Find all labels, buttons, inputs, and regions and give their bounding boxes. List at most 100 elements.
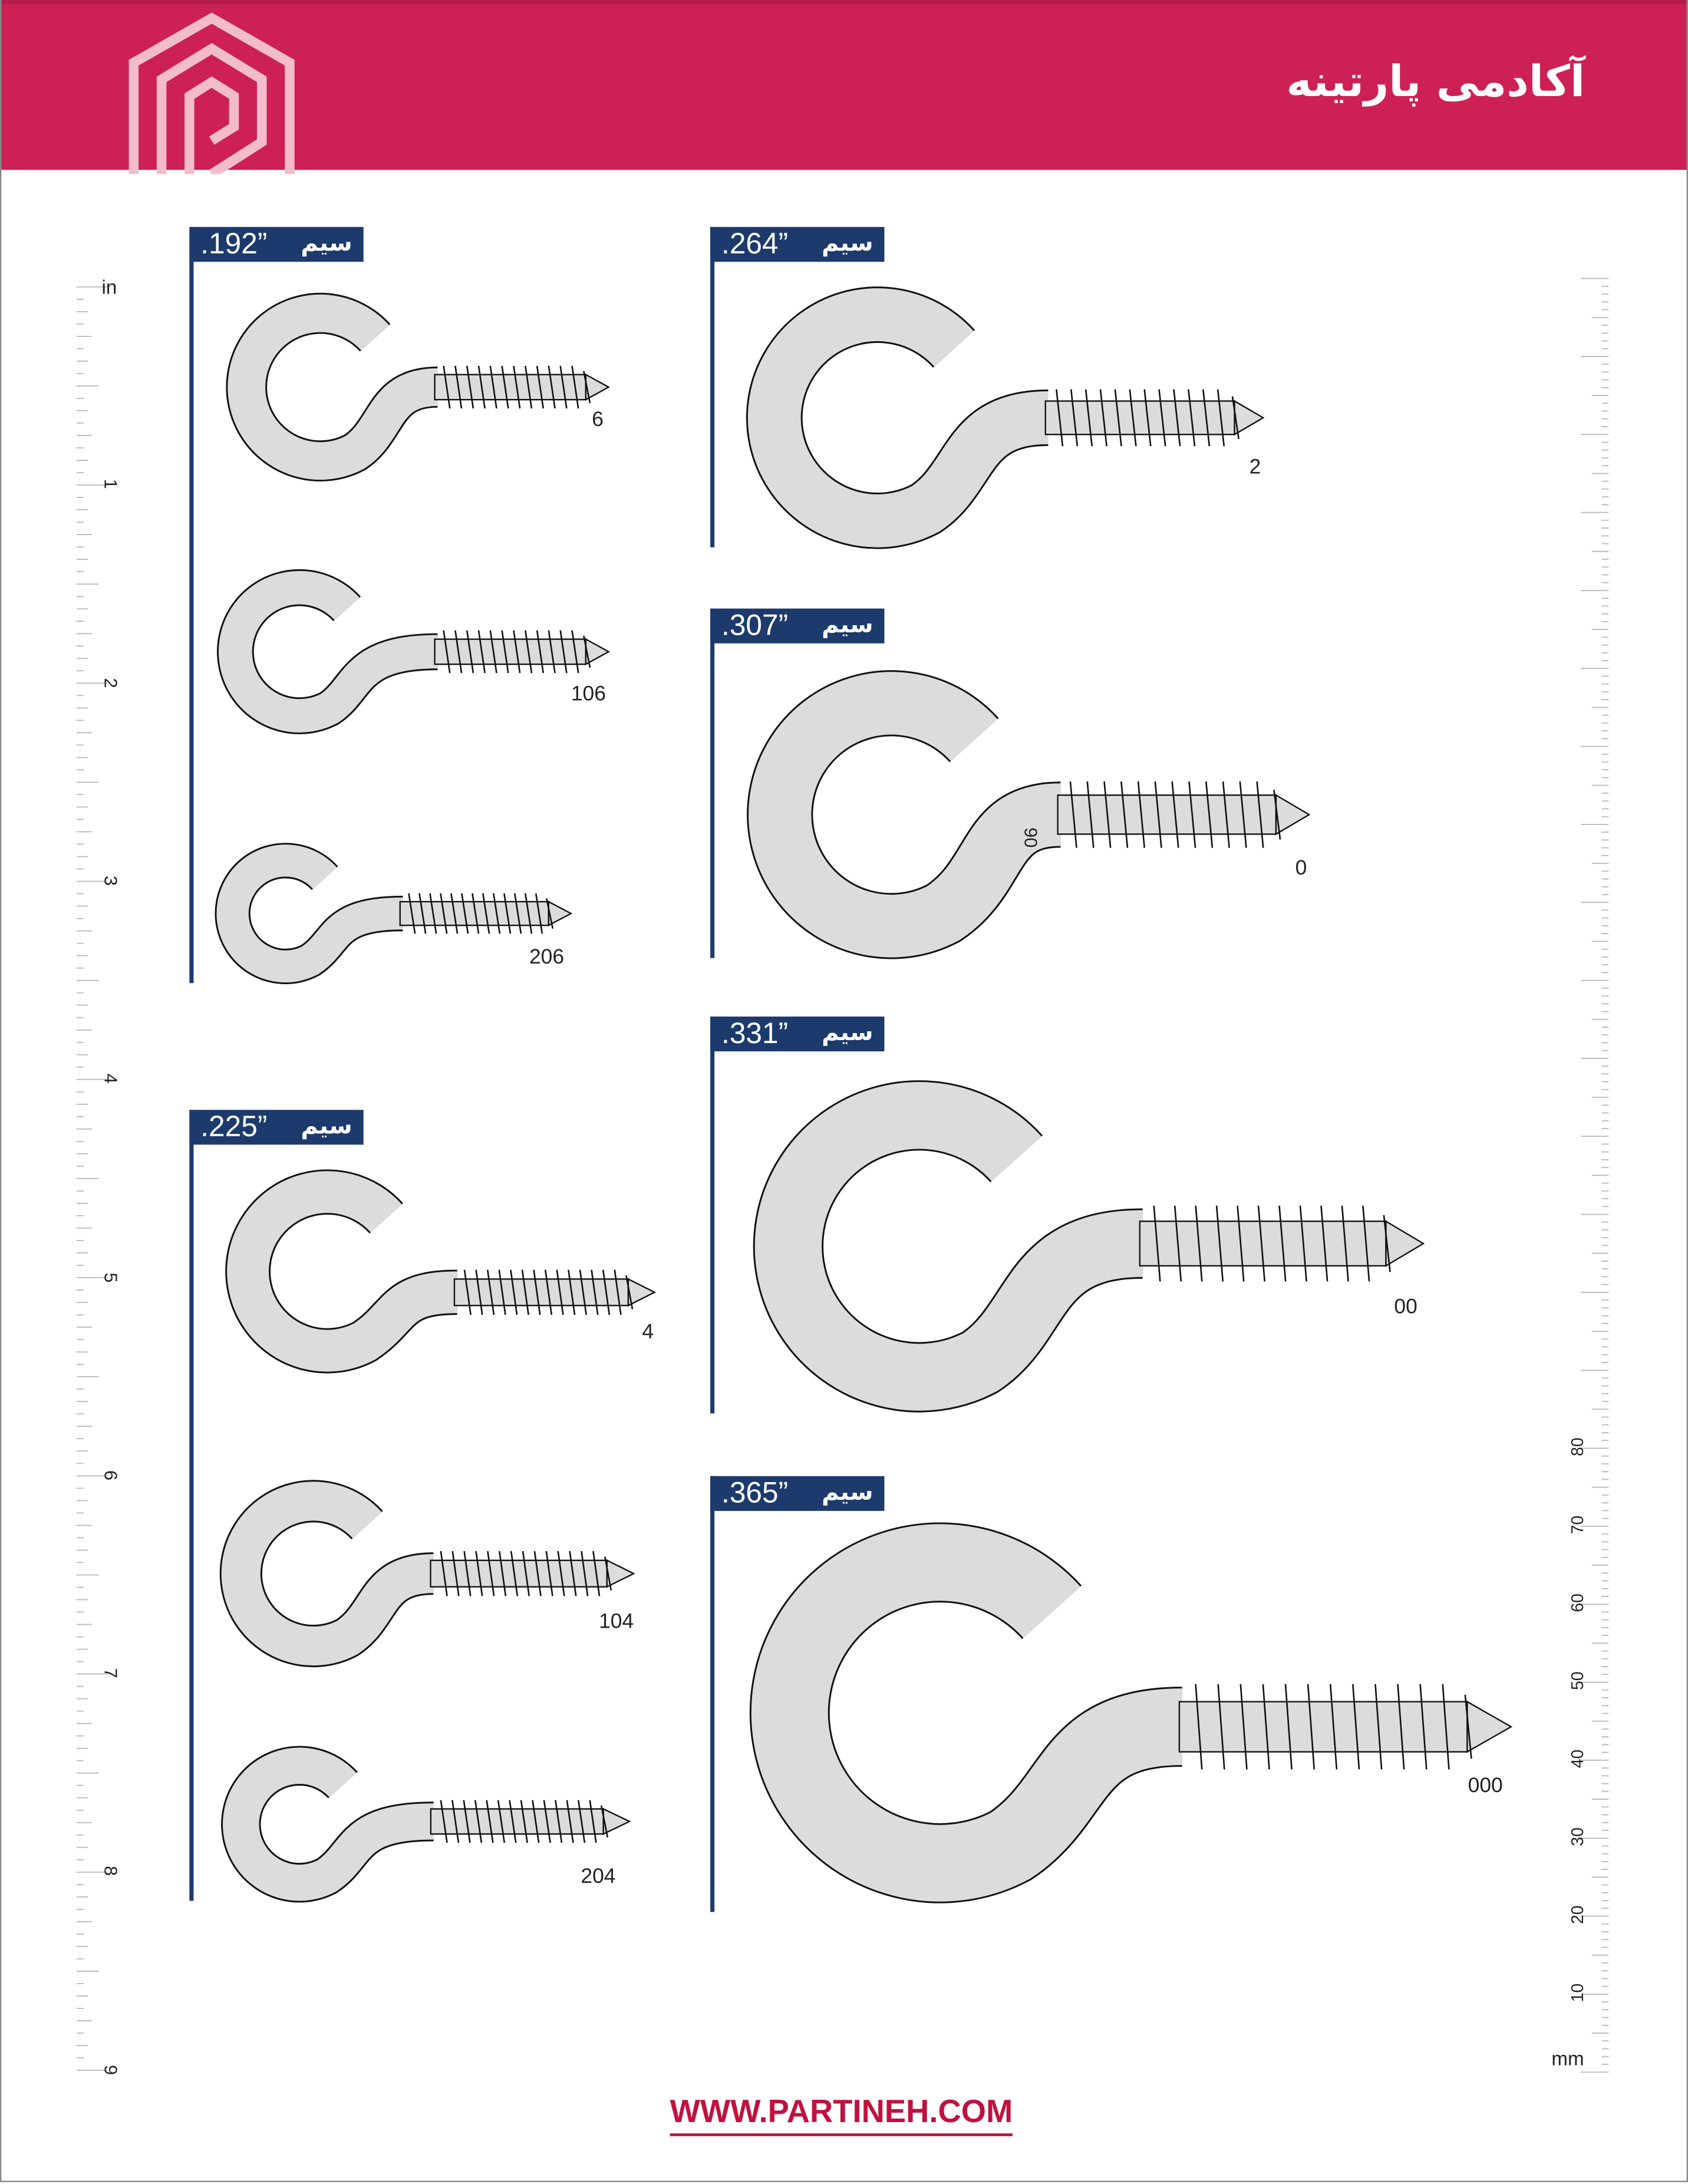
- screw-size-label: 2: [1249, 455, 1261, 479]
- thread: [499, 1550, 507, 1596]
- screw-size-label: 4: [642, 1320, 654, 1344]
- thread: [583, 371, 591, 404]
- thread: [514, 893, 522, 934]
- thread: [569, 1550, 577, 1596]
- screw-eye-6: [226, 292, 611, 481]
- thread: [513, 365, 521, 409]
- thread: [475, 1550, 483, 1596]
- thread: [486, 1269, 495, 1315]
- screw-size-label: 00: [1394, 1295, 1417, 1319]
- thread: [461, 893, 469, 934]
- thread: [591, 1269, 599, 1315]
- thread: [463, 1269, 472, 1315]
- header-bar: آکادمی پارتینه: [0, 0, 1688, 174]
- wire-gauge-label: .365”سیم: [710, 1476, 885, 1511]
- thread: [625, 1275, 634, 1309]
- thread: [466, 365, 474, 409]
- thread: [1397, 1684, 1405, 1770]
- thread: [578, 1800, 586, 1843]
- thread: [1278, 1205, 1287, 1282]
- thread: [545, 898, 554, 929]
- thread: [1442, 1684, 1450, 1770]
- thread: [557, 1550, 565, 1596]
- thread: [548, 365, 556, 409]
- thread: [1257, 1205, 1266, 1282]
- thread: [498, 1269, 506, 1315]
- thread: [486, 1800, 494, 1843]
- wire-gauge-label: .264”سیم: [710, 227, 885, 262]
- mm-unit-label: mm: [1551, 2047, 1584, 2070]
- thread: [543, 1800, 551, 1843]
- website-link[interactable]: WWW.PARTINEH.COM: [670, 2093, 1013, 2136]
- thread: [1084, 389, 1093, 447]
- thread: [583, 635, 591, 668]
- thread: [533, 1269, 541, 1315]
- thread: [418, 893, 427, 934]
- thread: [477, 365, 486, 409]
- thread: [477, 630, 486, 674]
- thread: [1329, 1684, 1338, 1770]
- thread: [440, 1550, 448, 1596]
- thread: [1256, 781, 1264, 848]
- thread: [493, 893, 501, 934]
- thread: [1217, 1684, 1225, 1770]
- thread: [1383, 1215, 1391, 1272]
- thread: [1239, 1684, 1248, 1770]
- thread: [525, 893, 533, 934]
- group-bracket: [710, 608, 715, 958]
- group-bracket: [710, 1476, 715, 1912]
- thread: [1374, 1684, 1383, 1770]
- group-bracket: [189, 1110, 194, 1901]
- thread: [487, 1550, 495, 1596]
- screw-eye-000: [749, 1522, 1513, 1903]
- thread: [525, 365, 533, 409]
- thread: [545, 1550, 553, 1596]
- thread: [450, 893, 459, 934]
- thread: [571, 630, 579, 674]
- group-bracket: [189, 227, 194, 984]
- thread: [555, 1800, 563, 1843]
- screw-eye-4: [225, 1169, 657, 1374]
- thread: [535, 893, 543, 934]
- thread: [566, 1800, 574, 1843]
- gauge-value: .225”: [200, 1111, 268, 1144]
- thread: [520, 1800, 528, 1843]
- thread: [1352, 1684, 1360, 1770]
- thread: [536, 365, 545, 409]
- thread: [408, 893, 416, 934]
- thread: [1158, 389, 1166, 447]
- thread: [497, 1800, 506, 1843]
- thread: [1171, 781, 1179, 848]
- gauge-value: .331”: [721, 1018, 789, 1050]
- thread: [1173, 389, 1181, 447]
- screw-size-label: 206: [529, 945, 565, 969]
- wire-word: سیم: [822, 1019, 873, 1047]
- screw-eye-2: [746, 286, 1265, 549]
- thread: [1215, 1205, 1224, 1282]
- thread: [1299, 1205, 1307, 1282]
- wire-word: سیم: [301, 229, 352, 258]
- thread: [503, 893, 512, 934]
- thread: [1129, 389, 1137, 447]
- thread: [1216, 389, 1225, 447]
- thread: [1362, 1205, 1370, 1282]
- screw-size-label: 000: [1468, 1774, 1503, 1798]
- thread: [482, 893, 490, 934]
- thread: [1188, 389, 1196, 447]
- page-title: آکادمی پارتینه: [1286, 57, 1585, 107]
- thread: [1069, 781, 1077, 848]
- thread: [600, 1805, 609, 1838]
- thread: [501, 365, 509, 409]
- thread: [510, 1269, 518, 1315]
- wire-word: سیم: [822, 1479, 873, 1507]
- wire-gauge-label: .307”سیم: [710, 608, 885, 644]
- thread: [489, 630, 497, 674]
- thread: [475, 1269, 483, 1315]
- thread: [501, 630, 509, 674]
- thread: [463, 1550, 472, 1596]
- group-bracket: [710, 1016, 715, 1414]
- screw-size-label: 0: [1295, 856, 1307, 880]
- thread: [443, 630, 451, 674]
